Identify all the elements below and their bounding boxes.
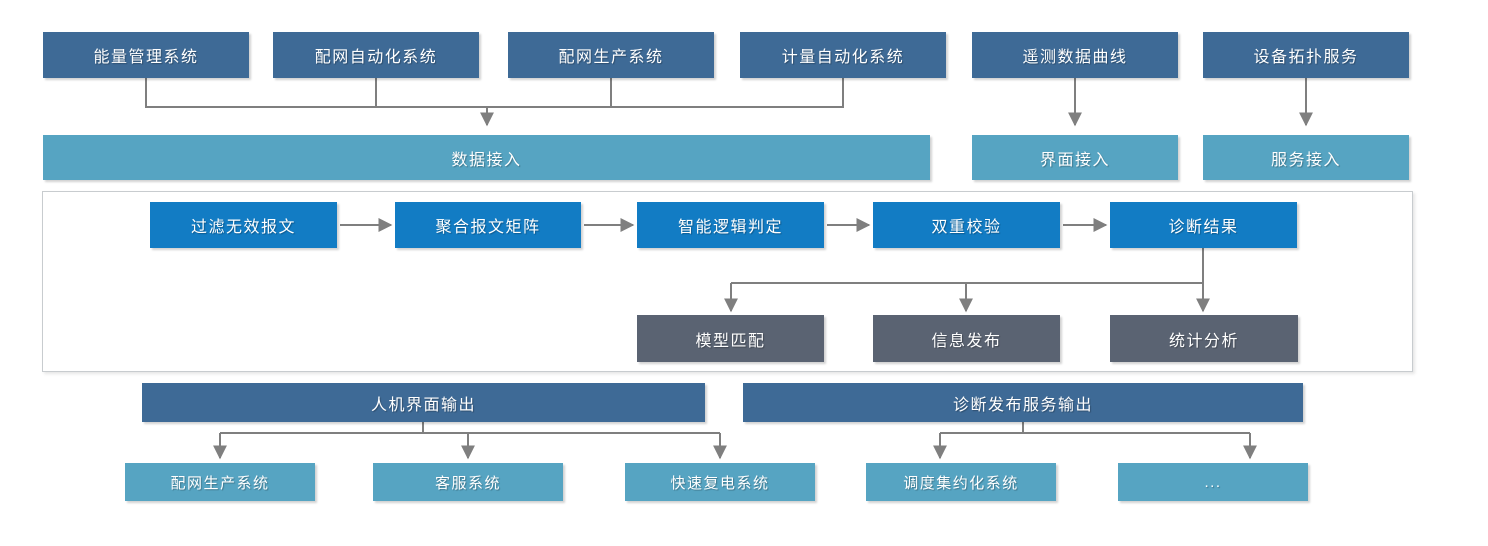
- node-filter-invalid-messages: 过滤无效报文: [150, 202, 337, 248]
- node-telemetry-data-curve: 遥测数据曲线: [972, 32, 1178, 78]
- node-diagnosis-publish-output: 诊断发布服务输出: [743, 383, 1303, 422]
- node-hmi-output: 人机界面输出: [142, 383, 705, 422]
- connector-result-bus: [731, 248, 1204, 284]
- node-aggregate-message-matrix: 聚合报文矩阵: [395, 202, 581, 248]
- node-target-distribution-production: 配网生产系统: [125, 463, 315, 501]
- processing-frame: [42, 191, 1413, 372]
- node-distribution-automation-system: 配网自动化系统: [273, 32, 479, 78]
- node-target-fast-power-restoration: 快速复电系统: [625, 463, 815, 501]
- node-information-publish: 信息发布: [873, 315, 1060, 362]
- node-intelligent-logic-judgment: 智能逻辑判定: [637, 202, 824, 248]
- node-target-dispatch-centralized: 调度集约化系统: [866, 463, 1056, 501]
- node-model-matching: 模型匹配: [637, 315, 824, 362]
- node-metering-automation-system: 计量自动化系统: [740, 32, 946, 78]
- node-distribution-production-system: 配网生产系统: [508, 32, 714, 78]
- node-device-topology-service: 设备拓扑服务: [1203, 32, 1409, 78]
- node-ui-access: 界面接入: [972, 135, 1178, 180]
- connector-top-bus: [145, 78, 844, 108]
- node-diagnosis-result: 诊断结果: [1110, 202, 1297, 248]
- node-energy-management-system: 能量管理系统: [43, 32, 249, 78]
- node-target-customer-service: 客服系统: [373, 463, 563, 501]
- node-target-more: ...: [1118, 463, 1308, 501]
- node-double-verification: 双重校验: [873, 202, 1060, 248]
- node-statistical-analysis: 统计分析: [1110, 315, 1298, 362]
- node-service-access: 服务接入: [1203, 135, 1409, 180]
- node-data-access: 数据接入: [43, 135, 930, 180]
